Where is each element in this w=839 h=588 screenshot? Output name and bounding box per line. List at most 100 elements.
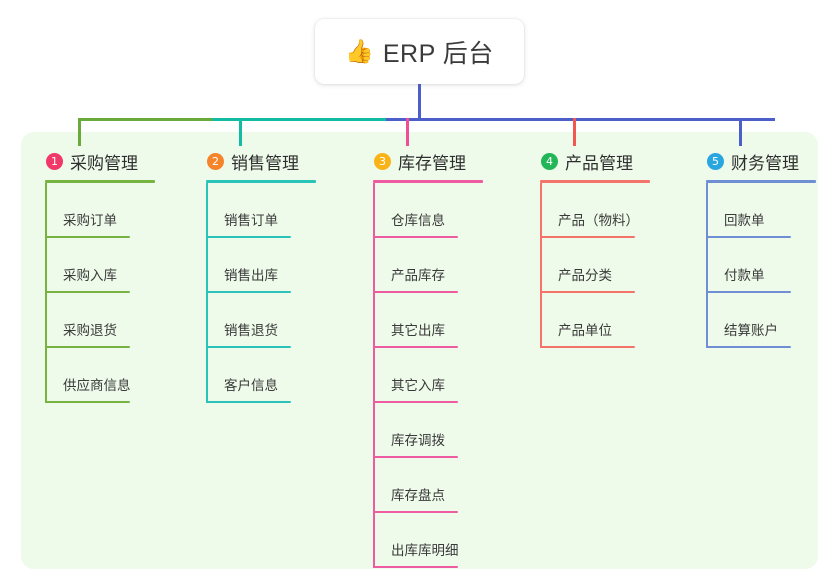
leaf-spine-1 — [45, 183, 47, 403]
leaf-item-label: 结算账户 — [724, 323, 778, 338]
root-stem — [418, 84, 421, 121]
drop-line-2 — [239, 118, 242, 146]
leaf-item-label: 其它出库 — [391, 323, 445, 338]
column-header-5[interactable]: 5 财务管理 — [697, 148, 816, 174]
leaf-item[interactable]: 销售订单 — [197, 183, 316, 238]
drop-line-1 — [78, 118, 81, 146]
leaf-item[interactable]: 付款单 — [697, 238, 816, 293]
leaf-item[interactable]: 库存盘点 — [364, 458, 483, 513]
trunk-segment-2 — [212, 118, 386, 121]
leaf-item-label: 供应商信息 — [63, 378, 131, 393]
column-header-1[interactable]: 1 采购管理 — [36, 148, 155, 174]
leaf-item-rule — [540, 346, 635, 348]
trunk-segment-1 — [78, 118, 212, 121]
leaf-item-label: 其它入库 — [391, 378, 445, 393]
leaf-item-rule — [206, 236, 291, 238]
leaf-item[interactable]: 回款单 — [697, 183, 816, 238]
column-header-3[interactable]: 3 库存管理 — [364, 148, 483, 174]
column-badge-3: 3 — [374, 152, 391, 170]
column-badge-4: 4 — [541, 152, 558, 170]
leaf-item[interactable]: 客户信息 — [197, 348, 316, 403]
leaf-item-rule — [706, 291, 791, 293]
leaf-item-rule — [373, 346, 458, 348]
leaf-item-label: 客户信息 — [224, 378, 278, 393]
leaf-item-label: 回款单 — [724, 213, 765, 228]
column-2: 2 销售管理销售订单销售出库销售退货客户信息 — [197, 148, 316, 403]
leaf-item-rule — [45, 346, 130, 348]
column-header-rule-1 — [45, 180, 155, 183]
leaf-item[interactable]: 结算账户 — [697, 293, 816, 348]
column-title-3: 库存管理 — [398, 153, 466, 173]
leaf-item-rule — [706, 346, 791, 348]
column-badge-1: 1 — [46, 152, 63, 170]
leaf-item-rule — [373, 456, 458, 458]
leaf-spine-4 — [540, 183, 542, 348]
leaf-spine-5 — [706, 183, 708, 348]
leaf-item[interactable]: 销售退货 — [197, 293, 316, 348]
leaf-item-rule — [373, 566, 458, 568]
leaf-item-label: 采购入库 — [63, 268, 117, 283]
column-header-rule-5 — [706, 180, 816, 183]
root-node[interactable]: 👍 ERP 后台 — [315, 19, 524, 84]
column-4: 4 产品管理产品（物料） 产品分类产品单位 — [531, 148, 650, 348]
column-title-1: 采购管理 — [70, 153, 138, 173]
leaf-item-rule — [206, 346, 291, 348]
leaf-item-rule — [45, 401, 130, 403]
leaf-item[interactable]: 产品（物料） — [531, 183, 650, 238]
leaf-item[interactable]: 仓库信息 — [364, 183, 483, 238]
column-title-5: 财务管理 — [731, 153, 799, 173]
leaf-item-rule — [540, 236, 635, 238]
leaf-item[interactable]: 其它入库 — [364, 348, 483, 403]
leaf-item[interactable]: 采购入库 — [36, 238, 155, 293]
leaf-spine-2 — [206, 183, 208, 403]
leaf-item-label: 销售出库 — [224, 268, 278, 283]
leaf-item[interactable]: 产品单位 — [531, 293, 650, 348]
leaf-item-label: 产品单位 — [558, 323, 612, 338]
leaf-item[interactable]: 其它出库 — [364, 293, 483, 348]
leaf-item-rule — [206, 401, 291, 403]
leaf-item-label: 销售订单 — [224, 213, 278, 228]
leaf-item-label: 采购退货 — [63, 323, 117, 338]
leaf-item-label: 产品库存 — [391, 268, 445, 283]
column-header-rule-4 — [540, 180, 650, 183]
leaf-item-label: 出库库明细 — [391, 543, 459, 558]
column-badge-5: 5 — [707, 152, 724, 170]
trunk-segment-3 — [386, 118, 775, 121]
column-title-4: 产品管理 — [565, 153, 633, 173]
leaf-list-5: 回款单付款单结算账户 — [697, 183, 816, 348]
leaf-item-rule — [706, 236, 791, 238]
drop-line-3 — [406, 118, 409, 146]
leaf-item-rule — [373, 236, 458, 238]
leaf-item[interactable]: 采购退货 — [36, 293, 155, 348]
leaf-item[interactable]: 采购订单 — [36, 183, 155, 238]
leaf-item[interactable]: 产品库存 — [364, 238, 483, 293]
leaf-item[interactable]: 库存调拨 — [364, 403, 483, 458]
leaf-item-label: 付款单 — [724, 268, 765, 283]
leaf-item-rule — [373, 401, 458, 403]
leaf-item-rule — [373, 511, 458, 513]
leaf-item[interactable]: 出库库明细 — [364, 513, 483, 568]
leaf-item-rule — [45, 291, 130, 293]
leaf-item[interactable]: 产品分类 — [531, 238, 650, 293]
column-header-rule-3 — [373, 180, 483, 183]
leaf-list-4: 产品（物料） 产品分类产品单位 — [531, 183, 650, 348]
leaf-item-rule — [373, 291, 458, 293]
column-header-4[interactable]: 4 产品管理 — [531, 148, 650, 174]
leaf-item-label: 销售退货 — [224, 323, 278, 338]
leaf-item-label: 仓库信息 — [391, 213, 445, 228]
leaf-item-label: 库存盘点 — [391, 488, 445, 503]
leaf-item-label: 采购订单 — [63, 213, 117, 228]
drop-line-5 — [739, 118, 742, 146]
thumbs-up-icon: 👍 — [345, 38, 374, 64]
column-badge-2: 2 — [207, 152, 224, 170]
leaf-list-1: 采购订单采购入库采购退货供应商信息 — [36, 183, 155, 403]
diagram-panel — [21, 132, 818, 569]
leaf-item-label: 产品（物料） — [558, 213, 639, 228]
column-header-rule-2 — [206, 180, 316, 183]
leaf-item-rule — [206, 291, 291, 293]
column-header-2[interactable]: 2 销售管理 — [197, 148, 316, 174]
leaf-item[interactable]: 供应商信息 — [36, 348, 155, 403]
column-title-2: 销售管理 — [231, 153, 299, 173]
leaf-item[interactable]: 销售出库 — [197, 238, 316, 293]
